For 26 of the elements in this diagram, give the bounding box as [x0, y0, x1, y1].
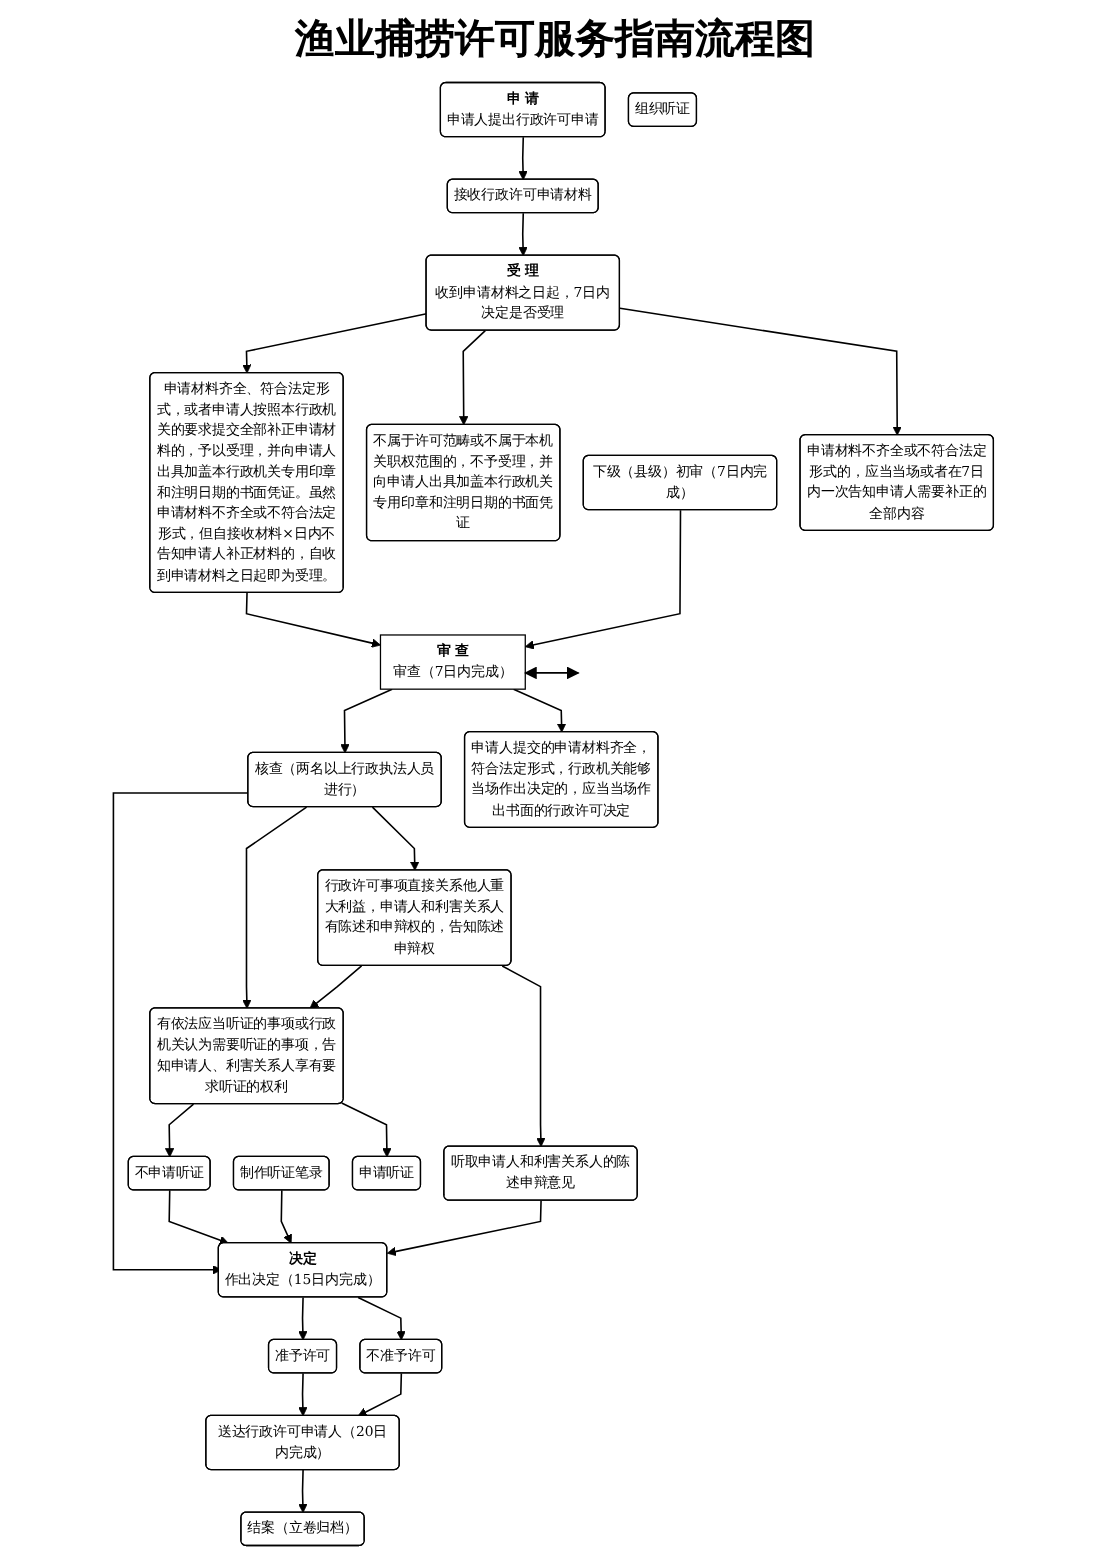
arrow: [112, 792, 249, 1275]
arrow: [459, 329, 487, 426]
arrow: [371, 806, 420, 871]
arrow: [512, 688, 567, 733]
arrow: [298, 1296, 308, 1341]
arrow: [340, 1102, 392, 1158]
arrow: [309, 965, 363, 1009]
arrow: [242, 312, 428, 374]
arrow: [298, 1372, 308, 1417]
arrow: [298, 1469, 308, 1513]
arrow: [386, 1199, 542, 1257]
arrow: [501, 965, 546, 1147]
arrow: [518, 136, 528, 181]
arrow: [340, 688, 393, 754]
arrow: [168, 1189, 229, 1245]
arrow: [242, 806, 308, 1009]
arrow: [619, 307, 902, 436]
arrow: [164, 1103, 195, 1158]
arrow: [357, 1372, 403, 1417]
arrow: [524, 666, 580, 680]
arrow: [245, 592, 381, 648]
arrow: [280, 1189, 292, 1244]
diagram-title: 渔业捕捞许可服务指南流程图: [292, 12, 817, 66]
arrow: [518, 212, 528, 257]
arrow: [357, 1296, 406, 1341]
arrow: [524, 509, 682, 650]
